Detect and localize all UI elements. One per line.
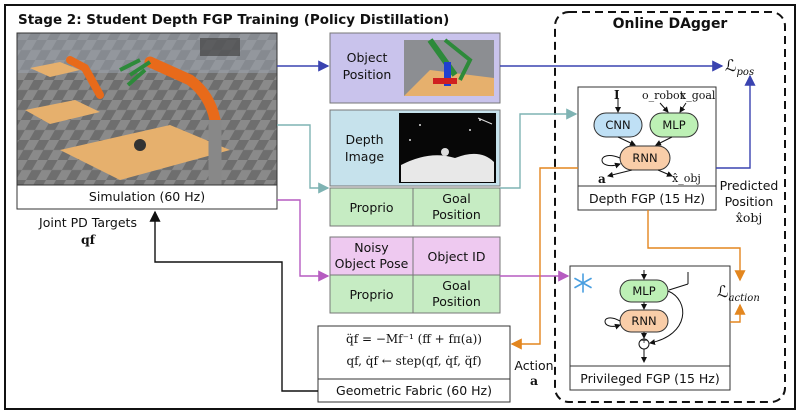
output-xobj: x̂_obj bbox=[672, 172, 701, 185]
loss-action: ℒaction bbox=[717, 282, 760, 304]
noisy-pose-line1: Noisy bbox=[354, 240, 389, 255]
sum-label: + bbox=[640, 336, 648, 346]
goal-bottom-line1: Goal bbox=[442, 278, 471, 293]
noisy-pose-line2: Object Pose bbox=[334, 256, 409, 271]
proprio-top-label: Proprio bbox=[349, 200, 394, 215]
proprio-bottom-box bbox=[329, 274, 414, 314]
depth-fgp-label: Depth FGP (15 Hz) bbox=[588, 191, 706, 206]
fabric-equation-2: qf, q̇f ← step(qf, q̇f, q̈f) bbox=[346, 354, 482, 368]
object-position-label: Object Position bbox=[330, 49, 404, 83]
mlp-node-depth bbox=[649, 112, 699, 138]
loss-pos: ℒpos bbox=[725, 56, 754, 78]
rnn-label-priv: RNN bbox=[631, 314, 657, 328]
predicted-position-label: Predicted Position x̂obj bbox=[706, 178, 792, 226]
goal-top-box bbox=[412, 187, 501, 227]
joint-targets-line1: Joint PD Targets bbox=[39, 215, 137, 230]
object-position-line1: Object bbox=[346, 50, 388, 65]
goal-bottom-label: Goal Position bbox=[413, 278, 500, 310]
action-line2: a bbox=[529, 373, 539, 388]
loss-pos-sub: pos bbox=[736, 67, 755, 79]
page-title: Stage 2: Student Depth FGP Training (Pol… bbox=[18, 12, 450, 28]
goal-top-label: Goal Position bbox=[413, 191, 500, 223]
fabric-box bbox=[317, 325, 511, 403]
object-id-box bbox=[412, 236, 501, 276]
object-id-label: Object ID bbox=[427, 249, 486, 264]
fabric-label: Geometric Fabric (60 Hz) bbox=[336, 383, 492, 398]
privileged-fgp-label: Privileged FGP (15 Hz) bbox=[580, 371, 720, 386]
action-label: Action a bbox=[510, 358, 558, 388]
depth-image-line2: Image bbox=[344, 149, 385, 164]
noisy-pose-box bbox=[329, 236, 414, 276]
goal-top-line2: Position bbox=[432, 207, 481, 222]
loss-pos-symbol: ℒ bbox=[725, 56, 737, 75]
depth-image-label: Depth Image bbox=[330, 131, 399, 165]
input-orobot: o_robot bbox=[642, 89, 685, 102]
depth-image-line1: Depth bbox=[345, 132, 384, 147]
object-position-line2: Position bbox=[342, 67, 392, 82]
goal-bottom-box bbox=[412, 274, 501, 314]
proprio-bottom-label: Proprio bbox=[349, 287, 394, 302]
cnn-label: CNN bbox=[605, 118, 631, 132]
proprio-top-box bbox=[329, 187, 414, 227]
loss-action-symbol: ℒ bbox=[717, 282, 729, 301]
action-line1: Action bbox=[514, 358, 554, 373]
outer-frame bbox=[4, 4, 796, 410]
dagger-region bbox=[554, 11, 786, 403]
mlp-label-depth: MLP bbox=[662, 118, 686, 132]
predicted-position-line1: Predicted bbox=[719, 178, 779, 193]
predicted-position-line3: x̂obj bbox=[735, 210, 763, 225]
rnn-label-depth: RNN bbox=[632, 151, 658, 165]
mlp-label-priv: MLP bbox=[632, 284, 656, 298]
output-a: a bbox=[598, 172, 606, 186]
input-xgoal: x_goal bbox=[680, 89, 716, 102]
input-i: I bbox=[614, 88, 620, 102]
goal-top-line1: Goal bbox=[442, 191, 471, 206]
fabric-equation-1: q̈f = −Mf⁻¹ (ff + fπ(a)) bbox=[346, 332, 482, 346]
goal-bottom-line2: Position bbox=[432, 294, 481, 309]
loss-action-sub: action bbox=[728, 293, 760, 305]
noisy-pose-label: Noisy Object Pose bbox=[330, 240, 413, 272]
object-position-image bbox=[404, 38, 494, 96]
simulation-label: Simulation (60 Hz) bbox=[88, 189, 206, 204]
snowflake-icon bbox=[574, 273, 592, 293]
joint-targets-line2: qf bbox=[80, 232, 96, 247]
dagger-title: Online DAgger bbox=[612, 16, 728, 32]
joint-targets-label: Joint PD Targets qf bbox=[28, 214, 148, 248]
predicted-position-line2: Position bbox=[724, 194, 774, 209]
simulation-image bbox=[17, 33, 277, 191]
depth-image bbox=[399, 113, 496, 183]
